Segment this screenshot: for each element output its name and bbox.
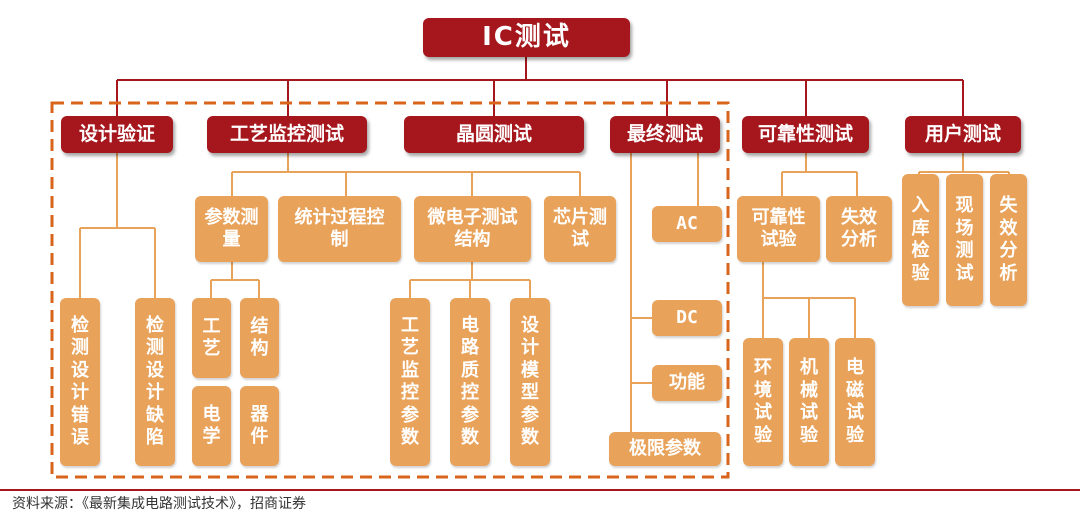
category-reliability-test: 可靠性测试 <box>742 116 869 153</box>
item-chip-test: 芯片测试 <box>544 196 616 262</box>
item-detect-design-error: 检测设计错误 <box>60 298 100 466</box>
category-wafer-test: 晶圆测试 <box>404 116 584 153</box>
item-parameter-measurement: 参数测量 <box>195 196 268 262</box>
category-final-test: 最终测试 <box>610 116 720 153</box>
item-statistical-process-control: 统计过程控制 <box>278 196 401 262</box>
root-node: IC测试 <box>423 18 630 57</box>
item-function: 功能 <box>652 365 722 401</box>
item-craft: 工艺 <box>192 298 231 378</box>
item-dc: DC <box>652 300 722 336</box>
item-process-monitor-param: 工艺监控参数 <box>390 298 430 466</box>
item-incoming-inspection: 入库检验 <box>902 174 939 306</box>
item-electromagnetic-test: 电磁试验 <box>835 338 875 466</box>
item-electrical: 电学 <box>192 386 231 466</box>
item-structure: 结构 <box>240 298 279 378</box>
item-design-model-param: 设计模型参数 <box>510 298 550 466</box>
item-environment-test: 环境试验 <box>743 338 783 466</box>
category-design-verification: 设计验证 <box>61 116 173 153</box>
category-process-monitoring: 工艺监控测试 <box>207 116 367 153</box>
item-limit-parameters: 极限参数 <box>609 432 721 466</box>
item-connectors <box>79 153 1010 432</box>
item-field-test: 现场测试 <box>946 174 983 306</box>
item-circuit-qc-param: 电路质控参数 <box>450 298 490 466</box>
source-footnote: 资料来源：《最新集成电路测试技术》，招商证券 <box>12 496 306 512</box>
item-mechanical-test: 机械试验 <box>789 338 829 466</box>
category-user-test: 用户测试 <box>905 116 1021 153</box>
item-detect-design-defect: 检测设计缺陷 <box>135 298 175 466</box>
root-connectors <box>116 57 964 116</box>
item-microelectronic-test-structure: 微电子测试结构 <box>414 196 531 262</box>
item-failure-analysis: 失效分析 <box>826 196 892 262</box>
item-ac: AC <box>652 206 722 242</box>
dashed-group-box <box>50 101 730 479</box>
item-user-failure-analysis: 失效分析 <box>990 174 1027 306</box>
item-reliability-experiment: 可靠性试验 <box>737 196 820 262</box>
item-device: 器件 <box>240 386 279 466</box>
